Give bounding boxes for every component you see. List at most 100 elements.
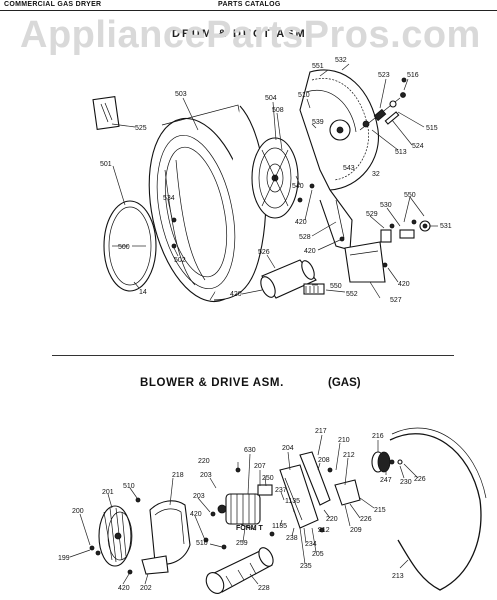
callout-202: 202 bbox=[140, 585, 152, 592]
callout-210: 210 bbox=[338, 437, 350, 444]
callout-204: 204 bbox=[282, 445, 294, 452]
callout-529: 529 bbox=[366, 211, 378, 218]
callout-205: 205 bbox=[312, 551, 324, 558]
callout-551: 551 bbox=[312, 63, 324, 70]
callout-516: 516 bbox=[407, 72, 419, 79]
drum-illustration bbox=[148, 104, 267, 303]
callout-203a: 203 bbox=[200, 472, 212, 479]
callout-525: 525 bbox=[135, 125, 147, 132]
callout-540: 540 bbox=[292, 183, 304, 190]
screw-icon bbox=[210, 511, 216, 517]
screw-icon bbox=[89, 545, 95, 551]
callout-543: 543 bbox=[343, 165, 355, 172]
heater-tube-illustration bbox=[260, 259, 325, 299]
callout-532: 532 bbox=[335, 57, 347, 64]
callout-504: 504 bbox=[265, 95, 277, 102]
callout-550: 550 bbox=[404, 192, 416, 199]
callout-500: 500 bbox=[118, 244, 130, 251]
callout-420c: 420 bbox=[398, 281, 410, 288]
callout-250: 250 bbox=[262, 475, 274, 482]
callout-199: 199 bbox=[58, 555, 70, 562]
callout-14: 14 bbox=[139, 289, 147, 296]
screw-icon bbox=[269, 531, 275, 537]
callout-501: 501 bbox=[100, 161, 112, 168]
drum-back-illustration bbox=[251, 137, 299, 219]
callout-32: 32 bbox=[372, 171, 380, 178]
callout-1135b: 1135 bbox=[272, 523, 287, 530]
callout-201: 201 bbox=[102, 489, 114, 496]
callout-234: 234 bbox=[305, 541, 317, 548]
inlet-duct-illustration bbox=[205, 547, 274, 594]
callout-203b: 203 bbox=[193, 493, 205, 500]
callout-216: 216 bbox=[372, 433, 384, 440]
callout-212b: 212 bbox=[318, 527, 330, 534]
screw-icon bbox=[382, 262, 388, 268]
callout-502: 502 bbox=[174, 257, 186, 264]
exhaust-duct-illustration bbox=[344, 219, 431, 283]
callout-552: 552 bbox=[346, 291, 358, 298]
callout-523: 523 bbox=[378, 72, 390, 79]
screw-icon bbox=[127, 569, 133, 575]
callout-508: 508 bbox=[272, 107, 284, 114]
callout-209: 209 bbox=[350, 527, 362, 534]
callout-528: 528 bbox=[299, 234, 311, 241]
callout-220a: 220 bbox=[198, 458, 210, 465]
callout-220b: 220 bbox=[326, 516, 338, 523]
callout-630: 630 bbox=[244, 447, 256, 454]
callout-510b: 510 bbox=[196, 540, 208, 547]
callout-530: 530 bbox=[380, 202, 392, 209]
callout-228: 228 bbox=[258, 585, 270, 592]
drive-pulley-illustration bbox=[371, 451, 403, 473]
blower-housing-illustration bbox=[141, 500, 191, 575]
callout-form-t: FORM T bbox=[236, 525, 264, 532]
section2-subtitle: (GAS) bbox=[328, 377, 361, 389]
screw-icon bbox=[135, 497, 141, 503]
watermark: AppliancePartsPros.com bbox=[20, 14, 481, 56]
header-left-title: COMMERCIAL GAS DRYER bbox=[4, 1, 102, 8]
screw-icon bbox=[221, 544, 227, 550]
callout-1135a: 1135 bbox=[285, 498, 300, 505]
callout-247: 247 bbox=[380, 477, 392, 484]
callout-420a: 420 bbox=[295, 219, 307, 226]
leader-lines-bottom bbox=[69, 434, 419, 585]
section2-title: BLOWER & DRIVE ASM. bbox=[140, 377, 284, 389]
parts-bag-illustration bbox=[92, 95, 120, 131]
callout-503: 503 bbox=[175, 91, 187, 98]
callout-259: 259 bbox=[236, 540, 248, 547]
callout-238: 238 bbox=[286, 535, 298, 542]
header-rule bbox=[0, 10, 497, 11]
callout-208: 208 bbox=[318, 457, 330, 464]
callout-420b-bottom: 420 bbox=[118, 585, 130, 592]
callout-226a: 226 bbox=[414, 476, 426, 483]
callouts-top: 503 525 504 508 510 539 551 532 523 516 … bbox=[100, 57, 452, 304]
callout-420b: 420 bbox=[304, 248, 316, 255]
motor-illustration bbox=[217, 484, 273, 525]
callout-515: 515 bbox=[426, 125, 438, 132]
screw-icon bbox=[171, 243, 177, 249]
screw-icon bbox=[327, 467, 333, 473]
callout-217: 217 bbox=[315, 428, 327, 435]
callout-235: 235 bbox=[300, 563, 312, 570]
callout-513: 513 bbox=[395, 149, 407, 156]
callout-226b: 226 bbox=[360, 516, 372, 523]
callout-230: 230 bbox=[400, 479, 412, 486]
header-right-title: PARTS CATALOG bbox=[218, 1, 281, 8]
callout-218: 218 bbox=[172, 472, 184, 479]
screw-icon bbox=[401, 77, 407, 83]
leader-lines-top bbox=[111, 63, 438, 299]
drive-belt-edge bbox=[391, 427, 487, 499]
callout-534: 534 bbox=[163, 195, 175, 202]
screw-icon bbox=[339, 236, 345, 242]
callout-539: 539 bbox=[312, 119, 324, 126]
callout-550b: 550 bbox=[330, 283, 342, 290]
drum-shaft-hardware-illustration bbox=[359, 92, 406, 131]
callout-510: 510 bbox=[298, 92, 310, 99]
callout-213: 213 bbox=[392, 573, 404, 580]
callout-215: 215 bbox=[374, 507, 386, 514]
callouts-bottom: 217 210 216 630 220 207 204 208 212 247 … bbox=[58, 428, 426, 592]
rear-bulkhead-illustration bbox=[299, 69, 379, 251]
screw-icon bbox=[171, 217, 177, 223]
drive-belt-illustration bbox=[389, 433, 482, 591]
callout-524: 524 bbox=[412, 143, 424, 150]
